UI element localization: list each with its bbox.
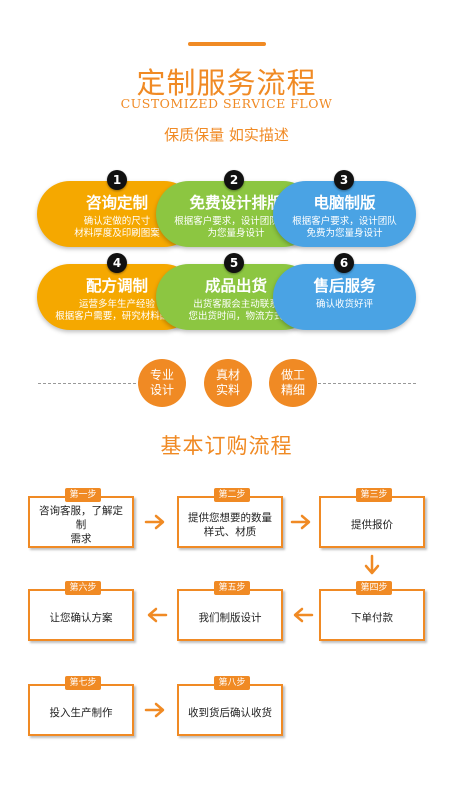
divider-dashed-left [38, 383, 136, 384]
service-title: 成品出货 [204, 277, 267, 295]
header-accent-bar [188, 42, 266, 46]
step-box-5: 我们制版设计 [177, 589, 283, 641]
service-desc: 出货客服会主动联系 您出货时间，物流方式 [188, 299, 284, 322]
page-subtitle-en: CUSTOMIZED SERVICE FLOW [120, 96, 333, 111]
service-after-sales: 售后服务 确认收货好评 [273, 264, 416, 330]
number-badge: 5 [224, 253, 244, 273]
arrow-left-icon [147, 607, 168, 623]
step-tag-2: 第二步 [214, 488, 250, 502]
step-box-4: 下单付款 [319, 589, 425, 641]
step-box-8: 收到货后确认收货 [177, 684, 283, 736]
number-badge: 4 [107, 253, 127, 273]
service-title: 售后服务 [313, 277, 376, 295]
step-tag-3: 第三步 [356, 488, 392, 502]
feature-fine-workmanship: 做工 精细 [269, 359, 317, 407]
step-tag-4: 第四步 [356, 581, 392, 595]
page-tagline: 保质保量 如实描述 [164, 126, 289, 144]
service-title: 免费设计排版 [189, 194, 283, 212]
divider-dashed-right [318, 383, 416, 384]
step-tag-5: 第五步 [214, 581, 250, 595]
service-title: 电脑制版 [313, 194, 376, 212]
service-computer-plate: 电脑制版 根据客户要求，设计团队免费为您量身设计 [273, 181, 416, 247]
step-box-6: 让您确认方案 [28, 589, 134, 641]
step-box-3: 提供报价 [319, 496, 425, 548]
arrow-down-icon [364, 554, 380, 575]
service-desc: 确认收货好评 [315, 299, 373, 310]
service-desc: 根据客户要求，设计团队免费为您量身设计 [292, 216, 397, 239]
step-box-7: 投入生产制作 [28, 684, 134, 736]
step-box-2: 提供您想要的数量 样式、材质 [177, 496, 283, 548]
feature-genuine-material: 真材 实料 [204, 359, 252, 407]
service-title: 配方调制 [85, 277, 148, 295]
arrow-right-icon [290, 514, 311, 530]
service-desc: 根据客户要求，设计团队免费为您量身设计 [174, 216, 298, 239]
feature-professional-design: 专业 设计 [138, 359, 186, 407]
service-title: 咨询定制 [85, 194, 148, 212]
arrow-right-icon [144, 514, 165, 530]
number-badge: 1 [107, 170, 127, 190]
step-tag-7: 第七步 [65, 676, 101, 690]
process-title: 基本订购流程 [160, 434, 293, 458]
number-badge: 3 [334, 170, 354, 190]
step-tag-1: 第一步 [65, 488, 101, 502]
arrow-right-icon [144, 702, 165, 718]
step-tag-8: 第八步 [214, 676, 250, 690]
service-desc: 确认定做的尺寸 材料厚度及印刷图案 [74, 216, 160, 239]
page-title: 定制服务流程 [136, 66, 317, 100]
number-badge: 6 [334, 253, 354, 273]
step-tag-6: 第六步 [65, 581, 101, 595]
arrow-left-icon [293, 607, 314, 623]
step-box-1: 咨询客服，了解定制 需求 [28, 496, 134, 548]
number-badge: 2 [224, 170, 244, 190]
service-desc: 运营多年生产经验 根据客户需要，研究材料配比 [55, 299, 179, 322]
